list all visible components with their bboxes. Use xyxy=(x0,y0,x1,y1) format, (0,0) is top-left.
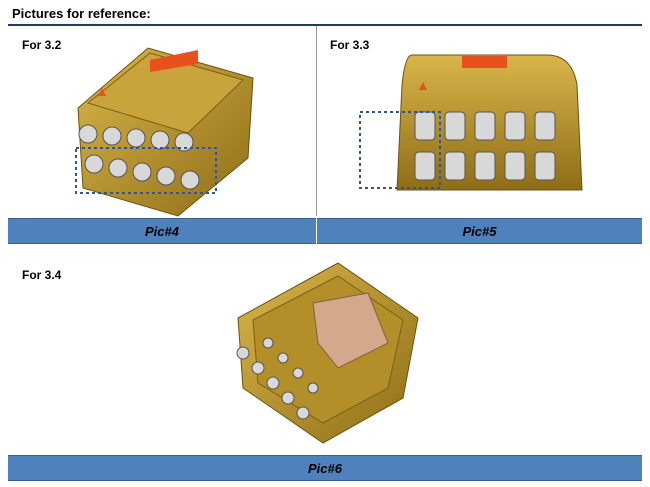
caption-pic6: Pic#6 xyxy=(8,455,642,481)
enclosure-image-pic5 xyxy=(359,54,583,191)
top-rule xyxy=(8,24,642,26)
panel-label-3-4: For 3.4 xyxy=(22,268,62,282)
panel-label-3-2: For 3.2 xyxy=(22,38,62,52)
enclosure-image-pic6 xyxy=(236,262,419,444)
panel-divider xyxy=(316,26,317,216)
panel-label-3-3: For 3.3 xyxy=(330,38,370,52)
caption-pic5: Pic#5 xyxy=(317,218,642,244)
enclosure-image-pic4 xyxy=(75,47,254,217)
caption-pic4: Pic#4 xyxy=(8,218,316,244)
section-heading: Pictures for reference: xyxy=(12,6,151,21)
